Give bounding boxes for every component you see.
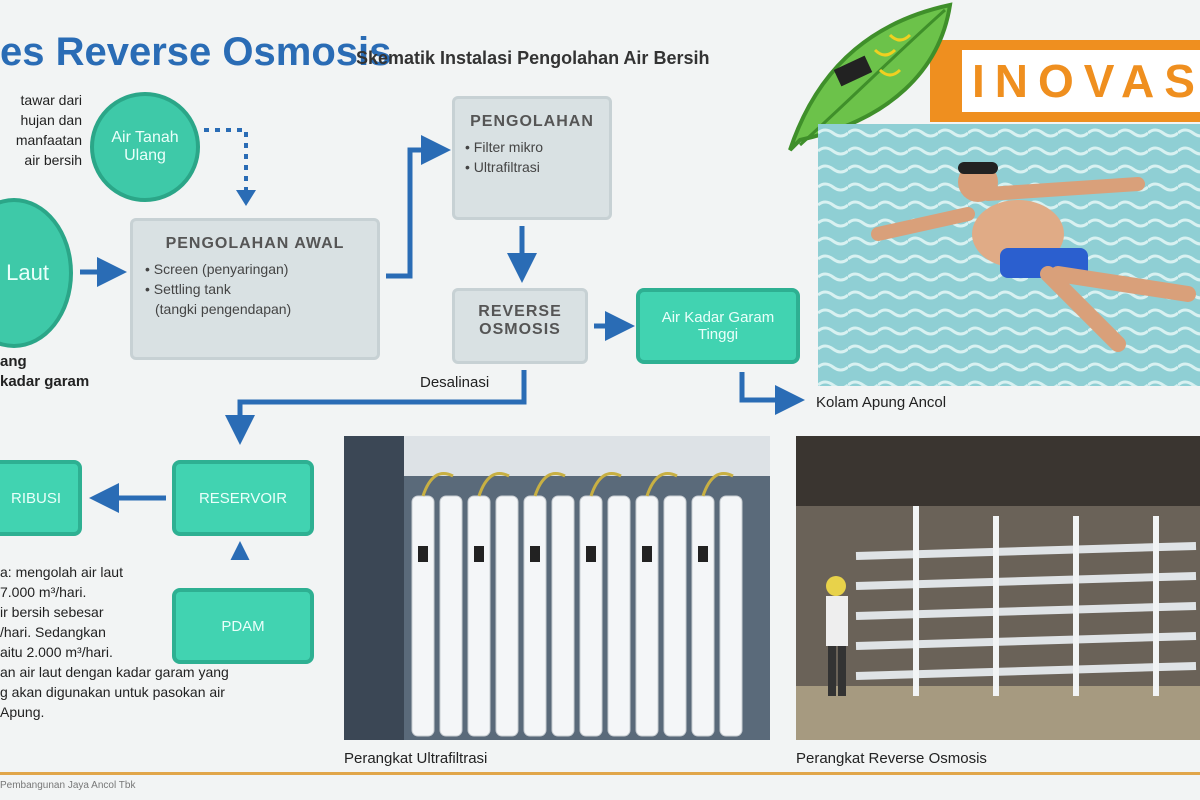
flow-arrows: [80, 128, 805, 560]
source-credit: Pembangunan Jaya Ancol Tbk: [0, 780, 136, 791]
distribusi-box: RIBUSI: [0, 460, 82, 536]
pengolahan-awal-item: • Settling tank: [145, 281, 231, 297]
reverse-osmosis-photo: [796, 436, 1200, 740]
description-line: ir bersih sebesar: [0, 604, 104, 620]
intro-line: hujan dan: [20, 112, 82, 128]
pdam-box: PDAM: [172, 588, 314, 664]
air-kadar-garam-box: Air Kadar Garam Tinggi: [636, 288, 800, 364]
air-tanah-node: Air Tanah Ulang: [90, 92, 200, 202]
laut-note-line: kadar garam: [0, 373, 90, 390]
kolam-apung-photo: [818, 124, 1200, 386]
reverse-osmosis-caption: Perangkat Reverse Osmosis: [796, 750, 987, 767]
pengolahan-awal-item: (tangki pengendapan): [155, 301, 292, 317]
intro-text: tawar dari hujan dan manfaatan air bersi…: [0, 90, 82, 170]
arrowhead: [236, 190, 256, 206]
pengolahan-awal-box: PENGOLAHAN AWAL • Screen (penyaringan) •…: [130, 218, 380, 360]
ro-label: REVERSE: [478, 303, 562, 320]
desalinasi-label: Desalinasi: [420, 374, 490, 391]
pengolahan-item: • Ultrafiltrasi: [465, 159, 540, 175]
pengolahan-awal-item: • Screen (penyaringan): [145, 261, 289, 277]
pengolahan-awal-title: PENGOLAHAN AWAL: [165, 235, 345, 252]
ultrafiltrasi-photo: [344, 436, 770, 740]
page-subtitle: Skematik Instalasi Pengolahan Air Bersih: [356, 48, 710, 68]
arrow-kadar-kolam: [739, 372, 805, 415]
description-line: an air laut dengan kadar garam yang: [0, 664, 229, 680]
intro-line: manfaatan: [15, 132, 82, 148]
page-title: es Reverse Osmosis: [0, 30, 392, 74]
pengolahan-box: PENGOLAHAN • Filter mikro • Ultrafiltras…: [452, 96, 612, 220]
reservoir-box: RESERVOIR: [172, 460, 314, 536]
description-line: aitu 2.000 m³/hari.: [0, 644, 113, 660]
description-text: a: mengolah air laut 7.000 m³/hari. ir b…: [0, 562, 320, 722]
description-line: a: mengolah air laut: [0, 564, 123, 580]
ultrafiltrasi-caption: Perangkat Ultrafiltrasi: [344, 750, 488, 767]
inovasi-banner: INOVASI: [962, 50, 1200, 112]
intro-line: tawar dari: [20, 92, 82, 108]
arrow-awal-pengolahan: [386, 135, 451, 279]
description-line: 7.000 m³/hari.: [0, 584, 87, 600]
kolam-caption: Kolam Apung Ancol: [816, 394, 947, 411]
pengolahan-item: • Filter mikro: [465, 139, 544, 155]
ro-label: OSMOSIS: [479, 321, 561, 338]
intro-line: air bersih: [24, 152, 82, 168]
description-line: Apung.: [0, 704, 45, 720]
arrow-air-tanah: [204, 128, 248, 198]
laut-note-line: ang: [0, 353, 27, 370]
arrow-ro-reservoir: [225, 370, 527, 445]
reverse-osmosis-box: REVERSE OSMOSIS: [452, 288, 588, 364]
description-line: /hari. Sedangkan: [0, 624, 106, 640]
description-line: g akan digunakan untuk pasokan air: [0, 684, 225, 700]
footer-divider: [0, 772, 1200, 775]
pengolahan-title: PENGOLAHAN: [470, 113, 594, 130]
laut-note: ang kadar garam: [0, 352, 89, 392]
